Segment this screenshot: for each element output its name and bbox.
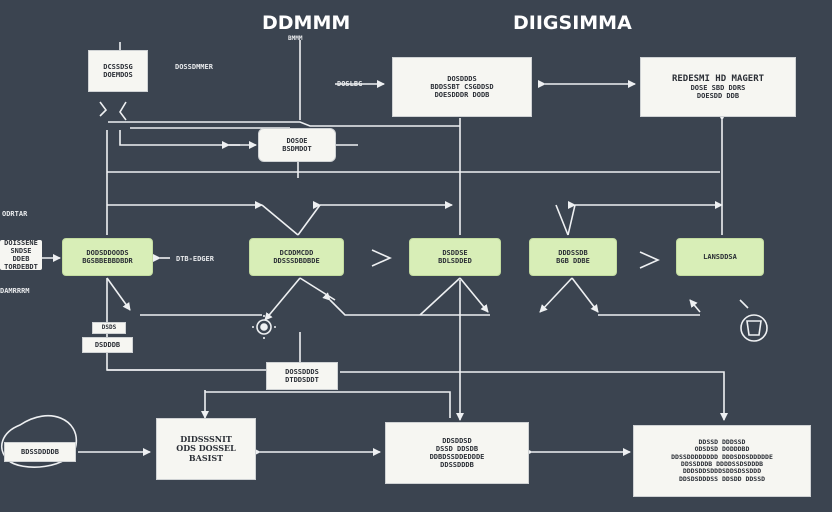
node-text: BGB DDBE — [556, 257, 590, 265]
node-text: DDBDSSDDEDDDE — [429, 453, 485, 461]
node-text: DDDSDDSDDDSDDSDSSDDD — [682, 467, 762, 476]
node-mid-label[interactable]: DOSSDDDS DTDDSDDT — [266, 362, 338, 390]
node-text: DOESDD DDB — [696, 92, 740, 101]
cup-icon — [740, 314, 768, 342]
label-dosdmmer: DOSSDMMER — [175, 63, 213, 71]
node-left-stack[interactable]: DOISSENE SNDSE DDEB TORDEBDT — [0, 238, 42, 272]
connector — [689, 299, 701, 313]
node-green-4[interactable]: DDDSSDB BGB DDBE — [529, 238, 617, 276]
node-bottom-2[interactable]: DDSDDSD DSSD DDSDB DDBDSSDDEDDDE DDSSDDD… — [385, 422, 529, 484]
node-text: DSDDDB — [94, 340, 121, 349]
node-text: DSSD DDSDB — [435, 444, 479, 453]
connector — [539, 277, 573, 313]
node-text: DCDDMCDD — [279, 248, 314, 257]
connector — [571, 277, 599, 313]
node-bottom-1[interactable]: DIDSSSNIT ODS DOSSEL BASIST — [156, 418, 256, 480]
node-text: DDDSSDB — [558, 248, 588, 257]
node-small-bottom[interactable]: DSDDDB — [82, 337, 133, 353]
node-text: DSDS — [101, 323, 117, 331]
node-text: DOSOE — [286, 136, 308, 145]
label-doslb: DOSLBG — [337, 80, 363, 88]
node-small-top[interactable]: DSDS — [92, 322, 126, 334]
node-text: DOESDDDR DODB — [434, 91, 490, 100]
connector — [299, 277, 336, 301]
chevron-right-icon — [639, 251, 660, 269]
node-text: DDSDSDDDSS DDSDD DDSSD — [678, 474, 766, 483]
connector — [119, 130, 257, 149]
diagram-title-left: DDMMM — [262, 12, 351, 34]
node-heading: REDESMI HD MAGERT — [671, 73, 765, 84]
node-text: DOSDDDS — [447, 74, 477, 83]
connector — [739, 299, 749, 309]
node-text: BASIST — [188, 452, 224, 463]
node-green-2[interactable]: DCDDMCDD DDSSSDBDBDE — [249, 238, 344, 276]
label-odrtar: ODRTAR — [2, 210, 28, 218]
node-top-left[interactable]: DCSSDSG DOEMDOS — [88, 50, 148, 92]
node-text: DDSSDDDB DDDDSSDSDDDB — [680, 460, 764, 468]
node-green-1[interactable]: DODSDDOODS BGSBBEBBDBDR — [62, 238, 153, 276]
label-dtb-edger: DTB-EDGER — [176, 255, 214, 263]
node-text: DOEMDOS — [103, 71, 133, 79]
connector — [567, 204, 576, 236]
node-top-center[interactable]: DOSDDDS BDDSSBT CSGDDSD DOESDDDR DODB — [392, 57, 532, 117]
node-text: DDSSSDBDBDE — [273, 257, 320, 265]
node-text: TORDEBDT — [4, 263, 38, 272]
node-text: DIDSSSNIT — [180, 434, 232, 445]
node-text: DDSSDDDB — [440, 461, 474, 470]
node-text: SNDSE DDEB — [10, 246, 32, 263]
node-text: ODS DOSSEL — [176, 443, 236, 454]
diagram-title-right: DIIGSIMMA — [513, 12, 632, 34]
node-top-right[interactable]: REDESMI HD MAGERT DOSE SBD DDRS DOESDD D… — [640, 57, 796, 117]
ellipse-icon — [0, 414, 78, 468]
node-green-3[interactable]: DSDDSE BDLSDDED — [409, 238, 501, 276]
node-text: DCSSDSG — [103, 62, 133, 71]
gear-icon — [252, 315, 276, 339]
node-text: BDSSDDDDB — [21, 447, 59, 456]
node-text: DODSDDOODS — [86, 248, 129, 257]
node-text: DOSSDDDS — [285, 367, 319, 376]
node-text: LANSDDSA — [703, 252, 737, 261]
node-text: BGSBBEBBDBDR — [82, 257, 133, 265]
node-text: DTDDSDDT — [285, 376, 319, 384]
node-text: DDSDDSD — [442, 436, 472, 445]
connector — [459, 277, 489, 313]
connector — [108, 121, 460, 127]
connector — [119, 101, 127, 121]
node-text: DOISSENE — [4, 238, 38, 247]
node-text: DDSSD DDDSSD — [698, 437, 746, 446]
chevron-right-icon — [371, 249, 392, 267]
label-damrr: DAMRRRM — [0, 287, 30, 295]
connector — [340, 371, 728, 421]
diagram-subtitle: BMMM — [288, 35, 303, 42]
connector — [264, 277, 301, 321]
node-green-5[interactable]: LANSDDSA — [676, 238, 764, 276]
connector — [205, 391, 451, 418]
node-bottom-left[interactable]: BDSSDDDDB — [4, 442, 76, 462]
connector — [297, 204, 321, 236]
connector — [261, 204, 299, 236]
node-text: ODSDSD DODDDBD — [694, 445, 750, 454]
node-bottom-3[interactable]: DDSSD DDDSSD ODSDSD DODDDBD DDSSDDDDDDDD… — [633, 425, 811, 497]
connector — [99, 101, 108, 117]
connector — [419, 277, 461, 316]
connector — [106, 277, 131, 311]
node-text: BDLSDDED — [438, 257, 472, 265]
node-text: DDSSDDDDDDDD DDDSDDSDDDDDE — [671, 452, 773, 461]
connector — [322, 292, 490, 316]
connector — [555, 204, 569, 236]
node-text: BSDMDOT — [282, 145, 312, 153]
node-text: DOSE SBD DDRS — [690, 84, 746, 93]
node-text: DSDDSE — [442, 248, 468, 257]
node-text: BDDSSBT CSGDDSD — [430, 82, 494, 91]
node-hub[interactable]: DOSOE BSDMDOT — [258, 128, 336, 162]
